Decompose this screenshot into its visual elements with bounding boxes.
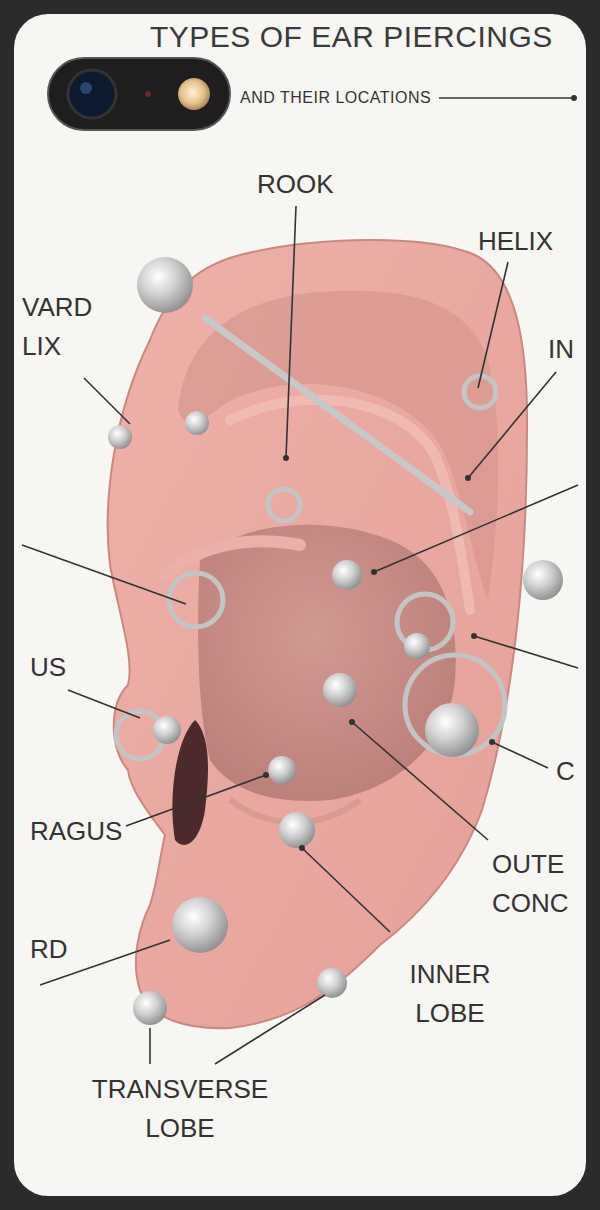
illustration-part — [279, 812, 315, 848]
part-label: RAGUS — [30, 812, 122, 851]
part-label: C — [556, 752, 575, 791]
camera-flash — [178, 78, 210, 110]
illustration-part — [268, 756, 296, 784]
illustration-part — [489, 739, 495, 745]
camera-lens — [68, 70, 116, 118]
illustration-part — [286, 206, 296, 458]
part-label: RD — [30, 930, 68, 969]
part-label: OUTE CONC — [492, 845, 582, 923]
illustration-part — [352, 722, 488, 840]
illustration-part — [465, 475, 471, 481]
case-paper — [14, 14, 586, 1196]
illustration-part — [172, 897, 228, 953]
title: TYPES OF EAR PIERCINGS — [150, 20, 553, 54]
illustration-part — [153, 716, 181, 744]
leader-lines — [22, 206, 578, 1064]
illustration-part — [471, 633, 477, 639]
illustration-part — [283, 455, 289, 461]
illustration-part — [404, 633, 430, 659]
illustration-part — [133, 991, 167, 1025]
part-label: VARD LIX — [22, 288, 107, 366]
illustration-part — [523, 560, 563, 600]
rings — [116, 376, 505, 759]
illustration-part — [302, 848, 390, 932]
illustration-part — [349, 719, 355, 725]
illustration-part — [468, 372, 556, 478]
subtitle: AND THEIR LOCATIONS — [240, 88, 431, 107]
subtitle-dot — [571, 95, 577, 101]
illustration-part — [317, 968, 347, 998]
illustration-part — [299, 845, 305, 851]
lens-glint — [80, 82, 92, 94]
camera-cutout — [48, 58, 230, 130]
illustration-part — [68, 690, 140, 718]
part-label: US — [30, 648, 66, 687]
illustration-part — [474, 636, 578, 668]
concha — [198, 525, 456, 801]
illustration-part — [371, 569, 377, 575]
illustration-part — [263, 772, 269, 778]
ear-outline — [108, 240, 527, 1028]
illustration-part — [22, 545, 186, 604]
helix-crus — [165, 541, 300, 575]
subtitle-rule — [439, 97, 571, 99]
part-label: ROOK — [257, 165, 334, 204]
illustration-part — [268, 489, 300, 521]
illustration-part — [478, 262, 508, 388]
industrial-bar — [205, 318, 470, 512]
illustration-part — [185, 411, 209, 435]
illustration-part — [374, 485, 578, 572]
illustration-part — [215, 995, 325, 1064]
leader-dots — [263, 455, 495, 851]
illustration-part — [108, 425, 132, 449]
illustration-part — [126, 775, 266, 826]
part-label: INNER LOBE — [395, 955, 505, 1033]
illustration-part — [137, 257, 193, 313]
illustration-part — [332, 560, 362, 590]
illustration-part — [323, 673, 357, 707]
mic-dot — [145, 91, 151, 97]
part-label: HELIX — [478, 222, 553, 261]
part-label: IN — [548, 330, 574, 369]
illustration-part — [425, 703, 479, 757]
part-label: TRANSVERSE LOBE — [80, 1070, 280, 1148]
illustration-part — [149, 1028, 151, 1064]
illustration-part — [492, 742, 548, 768]
illustration-part — [84, 378, 130, 424]
